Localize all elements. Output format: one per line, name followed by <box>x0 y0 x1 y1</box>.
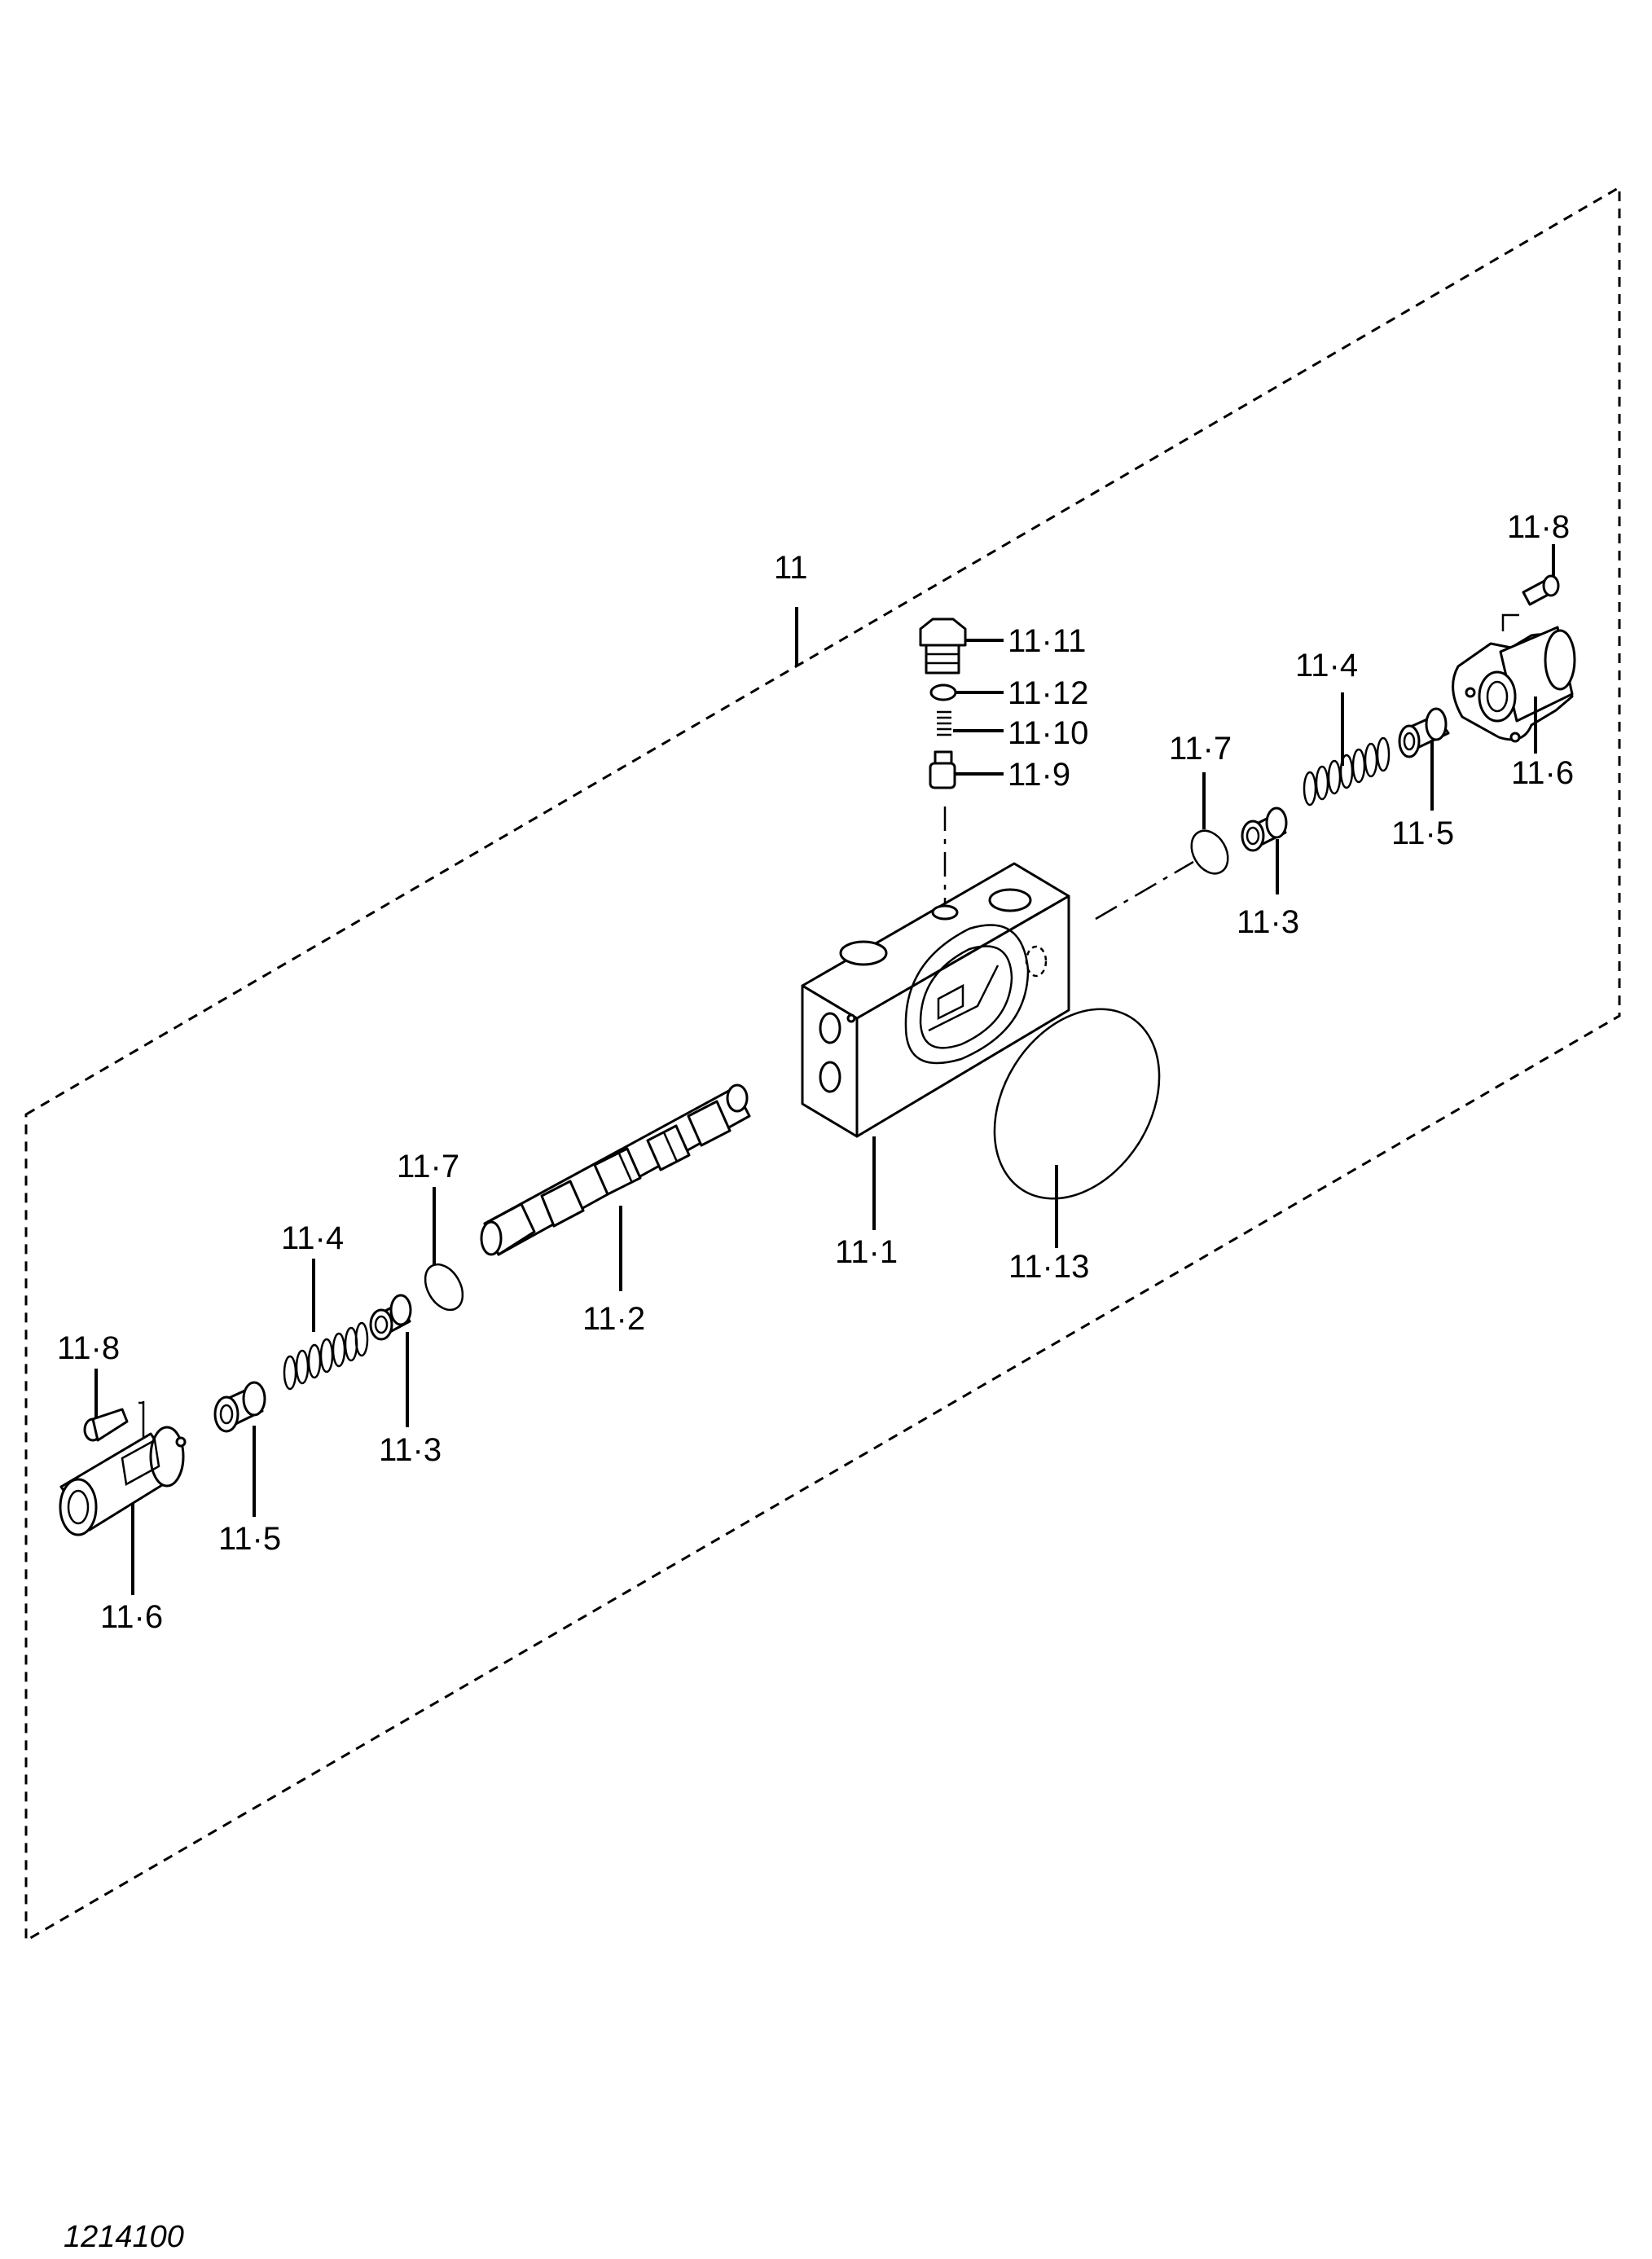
assembly-boundary <box>24 185 1621 1943</box>
cap-left-11-6 <box>59 1426 187 1536</box>
label-left-11-7: 11·7 <box>397 1149 459 1184</box>
label-right-11-8: 11·8 <box>1507 509 1570 545</box>
figure-id: 1214100 <box>64 2220 184 2254</box>
label-11-13: 11·13 <box>1008 1249 1089 1285</box>
label-right-11-7: 11·7 <box>1169 731 1232 767</box>
center-line-right <box>1095 860 1194 921</box>
spool <box>480 1083 751 1256</box>
label-left-11-6: 11·6 <box>100 1599 163 1635</box>
screw-left-11-8 <box>83 1408 129 1442</box>
spring-11-10 <box>937 710 951 736</box>
screw-right-11-8 <box>1522 574 1560 606</box>
retainer-right-11-5 <box>1398 707 1450 758</box>
label-left-11-4: 11·4 <box>281 1220 344 1256</box>
poppet-11-9 <box>929 750 956 789</box>
label-11-11: 11·11 <box>1008 623 1086 659</box>
label-11-2: 11·2 <box>582 1301 645 1337</box>
seat-right-11-3 <box>1241 806 1288 852</box>
label-11-12: 11·12 <box>1008 675 1088 711</box>
plug-11-11 <box>919 617 967 675</box>
label-right-11-4: 11·4 <box>1295 648 1358 683</box>
label-right-11-6: 11·6 <box>1511 755 1574 791</box>
oring-11-13 <box>993 1008 1161 1200</box>
label-11-9: 11·9 <box>1008 757 1070 793</box>
spring-right-11-4 <box>1303 736 1391 806</box>
valve-body <box>801 862 1070 1138</box>
label-left-11-8: 11·8 <box>57 1330 120 1366</box>
seat-left-11-3 <box>369 1294 412 1341</box>
oring-11-12 <box>929 683 957 701</box>
label-right-11-3: 11·3 <box>1237 904 1299 940</box>
cap-right-11-6 <box>1452 626 1576 743</box>
label-left-11-3: 11·3 <box>379 1432 442 1468</box>
label-11-10: 11·10 <box>1008 715 1088 751</box>
spring-left-11-4 <box>283 1321 369 1391</box>
label-right-11-5: 11·5 <box>1391 815 1454 851</box>
oring-right-11-7 <box>1190 829 1229 875</box>
label-11: 11 <box>774 550 808 586</box>
retainer-left-11-5 <box>213 1381 266 1433</box>
label-left-11-5: 11·5 <box>218 1521 281 1557</box>
oring-left-11-7 <box>424 1263 464 1312</box>
label-11-1: 11·1 <box>835 1234 898 1270</box>
